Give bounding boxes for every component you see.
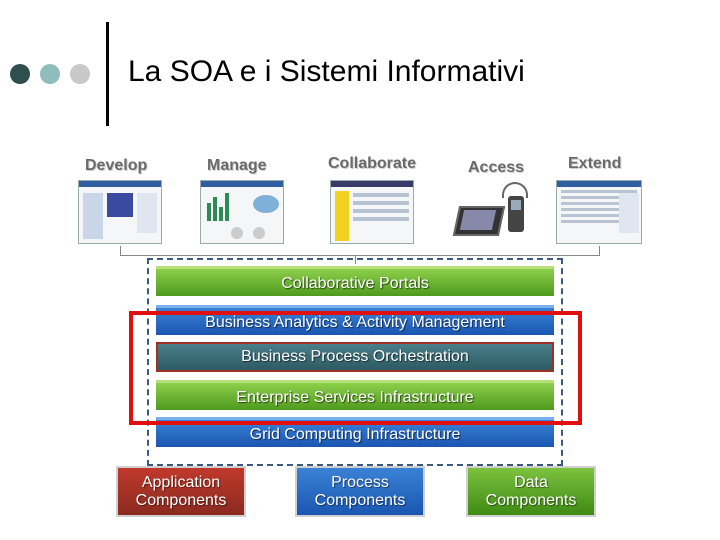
header-dot-light bbox=[70, 64, 90, 84]
collaborate-screenshot bbox=[330, 180, 414, 244]
extend-screenshot bbox=[556, 180, 642, 244]
manage-screenshot bbox=[200, 180, 284, 244]
data-components-box: Data Components bbox=[466, 466, 596, 517]
application-components-box: Application Components bbox=[116, 466, 246, 517]
process-components-line1: Process bbox=[331, 474, 389, 491]
title-divider bbox=[106, 22, 109, 126]
layer-enterprise-services: Enterprise Services Infrastructure bbox=[156, 380, 554, 410]
soa-stack-container bbox=[147, 258, 563, 466]
category-access: Access bbox=[468, 159, 525, 176]
category-manage: Manage bbox=[207, 157, 267, 174]
bracket-connector bbox=[355, 256, 356, 264]
header-dot-dark bbox=[10, 64, 30, 84]
data-components-line2: Components bbox=[485, 492, 577, 509]
layer-business-analytics: Business Analytics & Activity Management bbox=[156, 305, 554, 335]
header-dot-mid bbox=[40, 64, 60, 84]
data-components-line1: Data bbox=[514, 474, 548, 491]
category-extend: Extend bbox=[568, 155, 622, 172]
top-bracket bbox=[120, 246, 600, 256]
category-collaborate: Collaborate bbox=[328, 155, 417, 172]
slide-title: La SOA e i Sistemi Informativi bbox=[128, 55, 525, 88]
layer-collaborative-portals: Collaborative Portals bbox=[156, 266, 554, 296]
category-develop: Develop bbox=[85, 157, 148, 174]
application-components-line1: Application bbox=[141, 474, 221, 491]
access-devices-image bbox=[452, 182, 536, 244]
highlight-box bbox=[129, 311, 582, 425]
develop-screenshot bbox=[78, 180, 162, 244]
application-components-line2: Components bbox=[135, 492, 227, 509]
layer-business-process-orchestration: Business Process Orchestration bbox=[156, 342, 554, 372]
process-components-box: Process Components bbox=[295, 466, 425, 517]
process-components-line2: Components bbox=[314, 492, 406, 509]
